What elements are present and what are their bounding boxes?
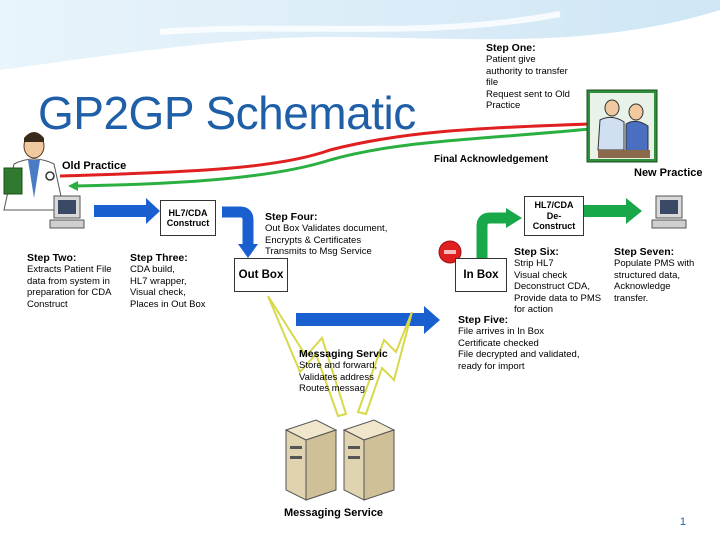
step-five-line: Certificate checked: [458, 337, 539, 349]
step-one-line: Request sent to Old: [486, 88, 570, 100]
step-one-line: authority to transfer: [486, 65, 568, 77]
step-two-line: Extracts Patient File: [27, 264, 112, 275]
step-seven-heading: Step Seven:: [614, 246, 675, 258]
step-six-line: Provide data to PMS: [514, 292, 602, 304]
step-one: Step One: Patient give authority to tran…: [486, 42, 586, 112]
arrow-inbox-to-deconstruct: [476, 208, 522, 258]
header-wave-line: [159, 11, 561, 35]
step-three-line: Visual check,: [130, 287, 186, 299]
step-five-line: File decrypted and validated,: [458, 349, 580, 361]
stop-badge-icon: [438, 240, 462, 264]
out-box: Out Box: [234, 258, 288, 292]
lightning-icon: [267, 295, 413, 418]
arrow-to-new-computer: [578, 198, 642, 224]
step-seven: Step Seven: Populate PMS with structured…: [614, 246, 714, 304]
messaging-service-label: Messaging Service: [284, 507, 384, 519]
step-messaging-heading: Messaging Servic: [299, 348, 388, 360]
step-one-line: Practice: [486, 100, 521, 112]
arrow-outbox-to-inbox: [296, 306, 440, 334]
arrow-to-outbox: [222, 206, 258, 258]
step-six-heading: Step Six:: [514, 246, 559, 258]
step-three-heading: Step Three:: [130, 252, 188, 264]
step-five-heading: Step Five:: [458, 314, 509, 326]
step-five-line: ready for import: [458, 360, 525, 372]
server-icon: [284, 419, 396, 501]
step-four-line: Transmits to Msg Service: [265, 246, 372, 258]
step-seven-line: transfer.: [614, 292, 649, 304]
step-two: Step Two: Extracts Patient File data fro…: [27, 252, 123, 310]
step-two-line: preparation for CDA: [27, 287, 112, 299]
step-messaging-line: Store and forward,: [299, 360, 378, 371]
step-three-line: HL7 wrapper,: [130, 275, 187, 287]
step-six: Step Six: Strip HL7 Visual check Deconst…: [514, 246, 614, 316]
page-number: 1: [679, 516, 686, 528]
in-box: In Box: [455, 258, 507, 292]
step-four-heading: Step Four:: [265, 211, 318, 223]
hl7-construct-label: HL7/CDA Construct: [166, 207, 210, 229]
step-four-line: Out Box Validates document,: [265, 223, 388, 234]
step-six-line: Visual check: [514, 269, 568, 281]
step-two-line: Construct: [27, 298, 68, 310]
step-seven-line: Populate PMS with: [614, 258, 695, 269]
step-seven-line: Acknowledge: [614, 281, 671, 293]
step-two-line: data from system in: [27, 275, 110, 287]
computer-icon-new: [651, 195, 687, 229]
step-five-line: File arrives in In Box: [458, 326, 545, 337]
step-six-line: for action: [514, 304, 554, 316]
hl7-construct-box: HL7/CDA Construct: [160, 200, 216, 236]
hl7-deconstruct-label: HL7/CDA De-Construct: [532, 200, 576, 232]
old-practice-label: Old Practice: [62, 160, 127, 172]
medical-team-icon: [586, 89, 658, 163]
step-one-heading: Step One:: [486, 42, 536, 54]
step-four: Step Four: Out Box Validates document, E…: [265, 211, 415, 258]
header-wave: [0, 0, 720, 70]
step-six-line: Deconstruct CDA,: [514, 281, 591, 293]
step-five: Step Five: File arrives in In Box Certif…: [458, 314, 608, 372]
doctor-icon: [3, 132, 65, 211]
step-six-line: Strip HL7: [514, 258, 554, 269]
step-four-line: Encrypts & Certificates: [265, 234, 362, 246]
out-box-label: Out Box: [238, 269, 284, 281]
step-messaging-line: Routes messag: [299, 383, 366, 395]
step-three: Step Three: CDA build, HL7 wrapper, Visu…: [130, 252, 226, 310]
step-three-line: Places in Out Box: [130, 298, 206, 310]
computer-icon-old: [49, 195, 85, 229]
page-title: GP2GP Schematic: [38, 87, 416, 139]
step-messaging-line: Validates address: [299, 371, 374, 383]
in-box-label: In Box: [463, 269, 499, 281]
new-practice-label: New Practice: [634, 167, 703, 179]
step-one-line: Patient give: [486, 54, 536, 65]
arrow-to-construct: [94, 198, 160, 224]
step-messaging: Messaging Servic Store and forward, Vali…: [299, 348, 399, 395]
step-one-line: file: [486, 77, 499, 89]
step-two-heading: Step Two:: [27, 252, 77, 264]
ack-line: [68, 126, 601, 191]
step-seven-line: structured data,: [614, 269, 681, 281]
final-ack-label: Final Acknowledgement: [434, 154, 549, 165]
hl7-deconstruct-box: HL7/CDA De-Construct: [524, 196, 584, 236]
step-three-line: CDA build,: [130, 264, 175, 275]
